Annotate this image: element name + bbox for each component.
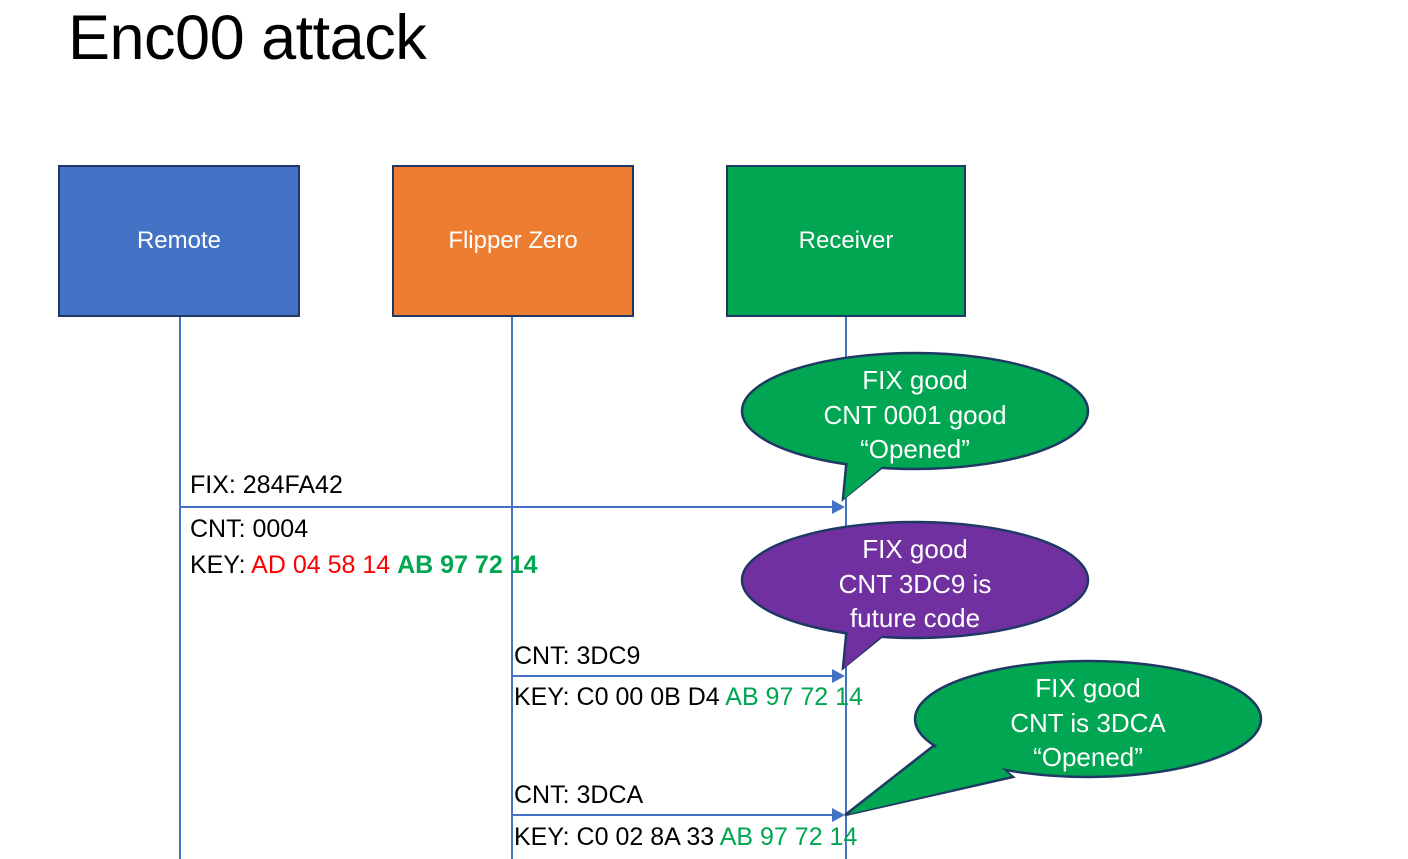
- lifeline-flipper-zero: [511, 317, 513, 859]
- key-prefix: KEY:: [514, 823, 577, 851]
- message-label-cnt-3dca: CNT: 3DCA: [514, 781, 644, 809]
- arrow-head-icon: [832, 500, 845, 514]
- message-label-fix: FIX: 284FA42: [190, 471, 343, 499]
- key-first-half-red: AD 04 58 14: [251, 551, 391, 579]
- actor-box-receiver: Receiver: [726, 165, 966, 317]
- message-label-key-3dca: KEY: C0 02 8A 33 AB 97 72 14: [514, 821, 857, 853]
- key-prefix: KEY:: [514, 683, 577, 711]
- actor-label-remote: Remote: [136, 227, 222, 254]
- page-title: Enc00 attack: [68, 3, 427, 73]
- bubble-second-reply: FIX good CNT is 3DCA “Opened”: [844, 657, 1263, 817]
- actor-label-flipper-zero: Flipper Zero: [448, 227, 578, 254]
- bubble-future-code: FIX good CNT 3DC9 is future code: [740, 518, 1090, 671]
- message-label-key-remote: KEY: AD 04 58 14 AB 97 72 14: [190, 549, 538, 581]
- message-label-key-3dc9: KEY: C0 00 0B D4 AB 97 72 14: [514, 681, 863, 713]
- actor-label-receiver: Receiver: [798, 227, 894, 254]
- message-arrow-flipper-to-receiver-2: [512, 814, 832, 816]
- bubble-first-reply: FIX good CNT 0001 good “Opened”: [740, 349, 1090, 502]
- key-second-half-green: AB 97 72 14: [397, 551, 538, 579]
- message-label-cnt-3dc9: CNT: 3DC9: [514, 642, 641, 670]
- lifeline-remote: [179, 317, 181, 859]
- arrow-head-icon: [832, 808, 845, 822]
- message-label-cnt-0004: CNT: 0004: [190, 515, 309, 543]
- actor-box-flipper-zero: Flipper Zero: [392, 165, 634, 317]
- message-arrow-flipper-to-receiver-1: [512, 675, 832, 677]
- key-second-half-green: AB 97 72 14: [719, 823, 858, 851]
- key-second-half-green: AB 97 72 14: [725, 683, 863, 711]
- actor-box-remote: Remote: [58, 165, 300, 317]
- key-prefix: KEY:: [190, 551, 252, 579]
- arrow-head-icon: [832, 669, 845, 683]
- message-arrow-remote-to-receiver: [180, 506, 832, 508]
- key-first-half: C0 02 8A 33: [576, 823, 715, 851]
- key-first-half: C0 00 0B D4: [576, 683, 720, 711]
